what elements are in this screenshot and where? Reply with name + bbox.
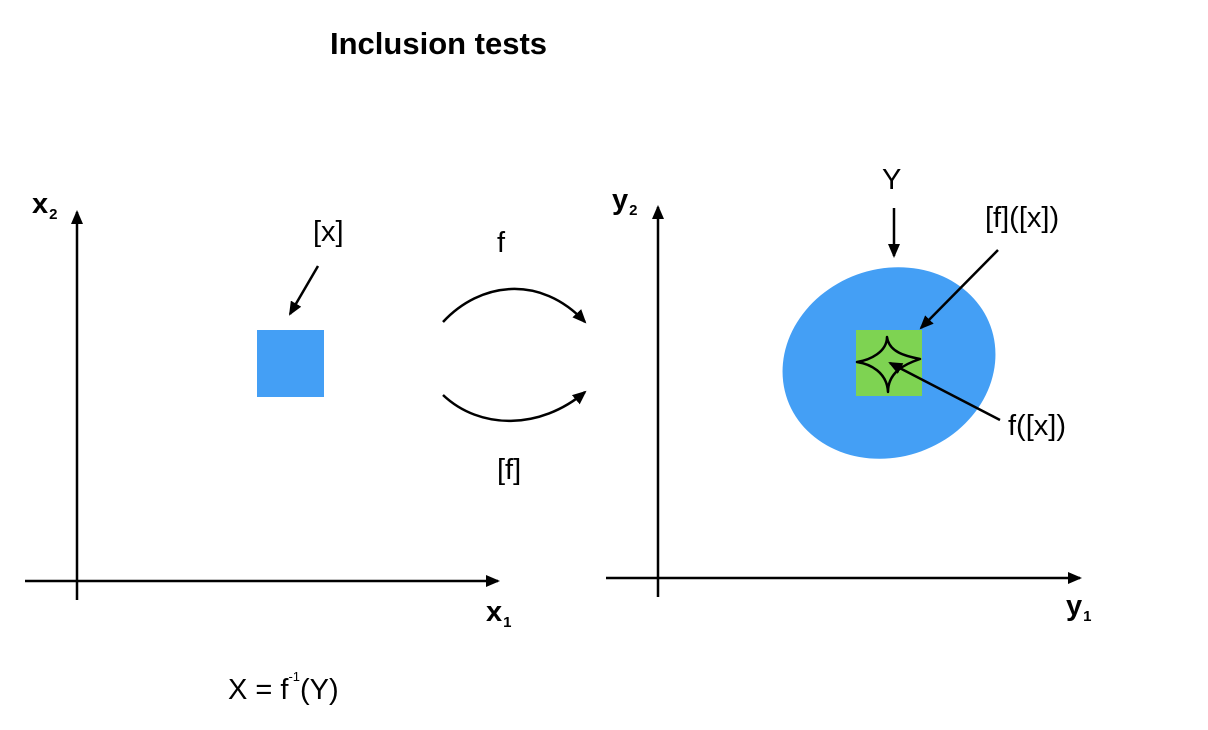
left-y-axis-label: x2 xyxy=(32,188,58,223)
right-y-axis-label: y2 xyxy=(612,184,638,219)
left-x-axis-label: x1 xyxy=(486,596,512,631)
box-x-pointer-arrow xyxy=(288,265,320,316)
right-x-axis-label-sub: 1 xyxy=(1083,608,1092,625)
box-x-label: [x] xyxy=(313,216,344,248)
formula-superscript: -1 xyxy=(288,669,301,684)
box-image-pointer-arrow xyxy=(919,249,999,330)
right-y-axis-label-sub: 2 xyxy=(629,202,638,219)
right-y-axis-label-base: y xyxy=(612,184,629,216)
preimage-formula: X = f-1(Y) xyxy=(228,669,339,707)
formula-left: X = f xyxy=(228,674,289,706)
exact-image-label: f([x]) xyxy=(1008,410,1066,442)
exact-image-pointer-arrow xyxy=(888,361,1001,422)
mapping-arrow-f xyxy=(442,287,587,324)
mapping-arrow-inclusion-f xyxy=(442,390,587,423)
set-y-label: Y xyxy=(882,164,902,196)
left-x-axis-label-sub: 1 xyxy=(503,614,512,631)
diagram-title: Inclusion tests xyxy=(330,26,548,61)
exact-image-shape xyxy=(855,335,922,394)
left-y-axis-label-sub: 2 xyxy=(49,206,58,223)
mapping-f-label: f xyxy=(497,227,506,259)
box-image-label: [f]([x]) xyxy=(985,202,1060,234)
left-x-axis-label-base: x xyxy=(486,596,503,628)
right-x-axis-label-base: y xyxy=(1066,590,1083,622)
right-x-axis-label: y1 xyxy=(1066,590,1092,625)
formula-right: (Y) xyxy=(300,674,339,706)
left-y-axis-label-base: x xyxy=(32,188,49,220)
box-x xyxy=(257,330,324,397)
mapping-inclusion-f-label: [f] xyxy=(497,454,522,486)
